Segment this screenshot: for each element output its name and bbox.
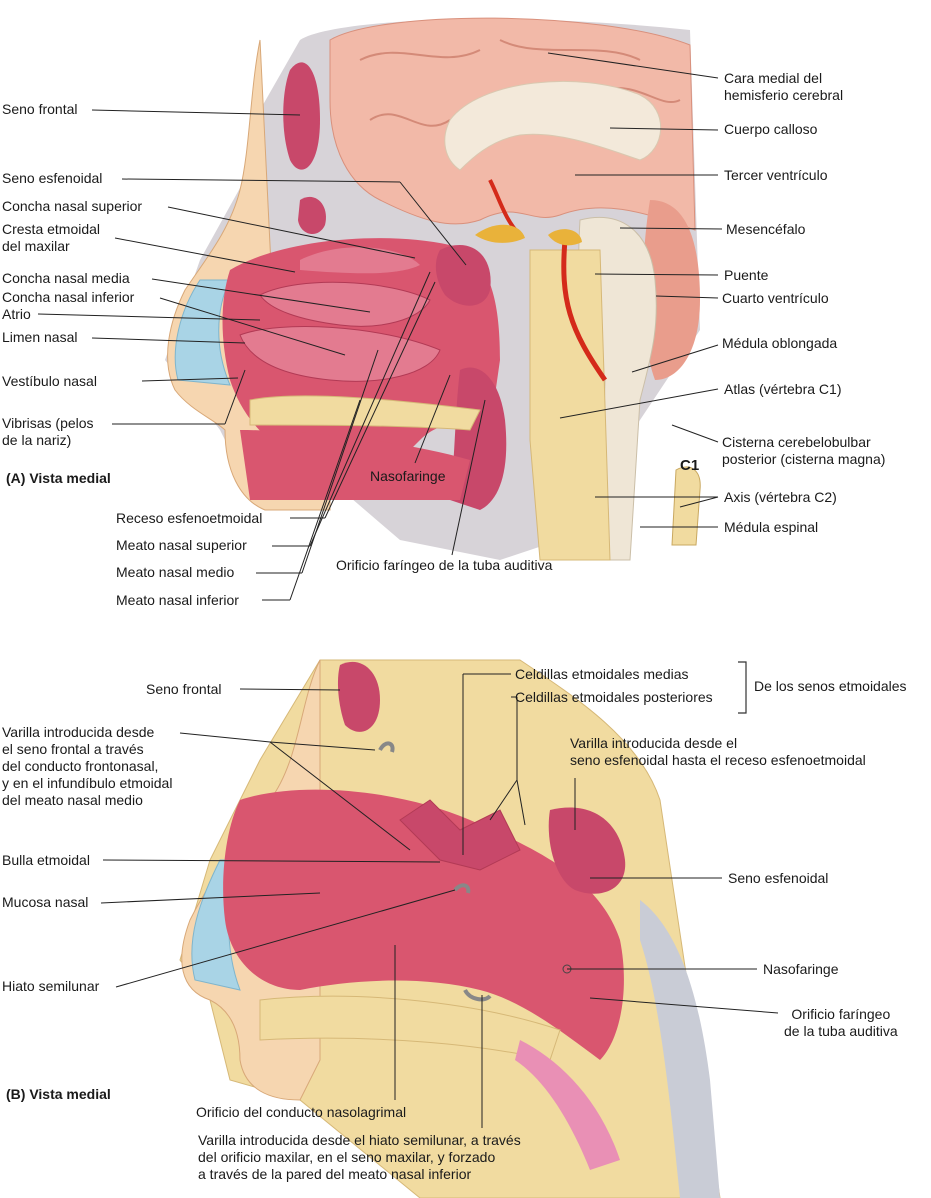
label-a-atrio: Atrio [2, 306, 31, 322]
label-a-mesencefalo: Mesencéfalo [726, 221, 806, 237]
figure-a-illustration [165, 17, 701, 561]
concha-media-a [259, 281, 431, 327]
label-a-meato-inferior: Meato nasal inferior [116, 592, 239, 608]
pharynx-wall-b [640, 900, 720, 1198]
pituitary [475, 224, 525, 243]
label-a-cisterna: Cisterna cerebelobulbar posterior (ciste… [722, 434, 886, 467]
label-a-concha-media: Concha nasal media [2, 270, 130, 286]
label-b-celdillas-posteriores: Celdillas etmoidales posteriores [515, 689, 713, 705]
ethmoid-cells-b [399, 799, 521, 871]
frontal-sinus-b [337, 661, 380, 732]
label-b-varilla-frontal: Varilla introducida desde el seno fronta… [2, 724, 173, 808]
label-a-seno-esfenoidal: Seno esfenoidal [2, 170, 103, 186]
label-b-hiato: Hiato semilunar [2, 978, 100, 994]
label-a-receso: Receso esfenoetmoidal [116, 510, 263, 526]
spinal-bones [529, 249, 611, 561]
label-b-seno-frontal: Seno frontal [146, 681, 222, 697]
pituitary-b [548, 229, 582, 246]
label-b-seno-esfenoidal: Seno esfenoidal [728, 870, 829, 886]
leader-lines-b [100, 673, 779, 1128]
brain-gyri [359, 39, 681, 127]
nasal-cartilage-a [174, 279, 231, 386]
label-a-medula-oblongada: Médula oblongada [722, 335, 838, 351]
leader-lines-a [37, 52, 723, 601]
frontal-sinus-a [283, 62, 320, 170]
concha-superior-a [300, 247, 420, 274]
label-a-seno-frontal: Seno frontal [2, 101, 78, 117]
label-a-axis: Axis (vértebra C2) [724, 489, 837, 505]
small-sinus-a [298, 196, 326, 235]
figure-b-illustration [179, 659, 747, 1198]
probe-b1 [378, 741, 395, 753]
label-b-varilla-hiato: Varilla introducida desde el hiato semil… [198, 1132, 521, 1182]
sphenoid-sinus-a [435, 244, 491, 306]
label-a-cara-medial: Cara medial del hemisferio cerebral [724, 70, 844, 103]
label-a-meato-medio: Meato nasal medio [116, 564, 235, 580]
label-b-nasofaringe: Nasofaringe [763, 961, 839, 977]
label-a-concha-inferior: Concha nasal inferior [2, 289, 135, 305]
label-a-nasofaringe: Nasofaringe [370, 468, 446, 484]
label-b-orificio-tuba: Orificio faríngeo de la tuba auditiva [784, 1006, 898, 1039]
label-b-orificio-nasolagrimal: Orificio del conducto nasolagrimal [196, 1104, 407, 1120]
soft-palate-b [515, 1040, 620, 1170]
bracket [738, 661, 747, 714]
c1-bone [671, 466, 701, 546]
label-a-cuerpo-calloso: Cuerpo calloso [724, 121, 818, 137]
label-a-meato-superior: Meato nasal superior [116, 537, 247, 553]
probe-b3 [463, 988, 492, 1002]
label-a-puente: Puente [724, 267, 769, 283]
panel-label-a: (A) Vista medial [6, 470, 111, 486]
label-a-vestibulo-nasal: Vestíbulo nasal [2, 373, 97, 389]
label-b-varilla-esfenoidal: Varilla introducida desde el seno esfeno… [570, 735, 866, 768]
basilar-artery [561, 239, 608, 382]
label-b-bulla: Bulla etmoidal [2, 852, 90, 868]
palate-a [249, 395, 481, 431]
probe-b2 [453, 883, 471, 894]
cerebellum [643, 200, 700, 380]
tongue-a [240, 430, 470, 500]
label-a-orificio-tuba: Orificio faríngeo de la tuba auditiva [336, 557, 553, 573]
label-a-atlas: Atlas (vértebra C1) [724, 381, 842, 397]
label-a-tercer-ventriculo: Tercer ventrículo [724, 167, 828, 183]
label-a-cresta-etmoidal: Cresta etmoidal del maxilar [2, 221, 101, 254]
label-a-vibrisas: Vibrisas (pelos de la nariz) [2, 415, 94, 448]
label-b-celdillas-medias: Celdillas etmoidales medias [515, 666, 689, 682]
label-a-limen-nasal: Limen nasal [2, 329, 78, 345]
sphenoid-sinus-b [548, 807, 626, 894]
label-a-medula-espinal: Médula espinal [724, 519, 819, 535]
label-a-concha-superior: Concha nasal superior [2, 198, 143, 214]
panel-label-b: (B) Vista medial [6, 1086, 111, 1102]
label-a-cuarto-ventriculo: Cuarto ventrículo [722, 290, 829, 306]
nasal-mucosa-b [223, 789, 624, 1060]
corpus-callosum [444, 80, 662, 171]
label-a-c1: C1 [680, 457, 700, 474]
label-b-senos-etmoidales: De los senos etmoidales [754, 678, 907, 694]
label-b-mucosa: Mucosa nasal [2, 894, 89, 910]
